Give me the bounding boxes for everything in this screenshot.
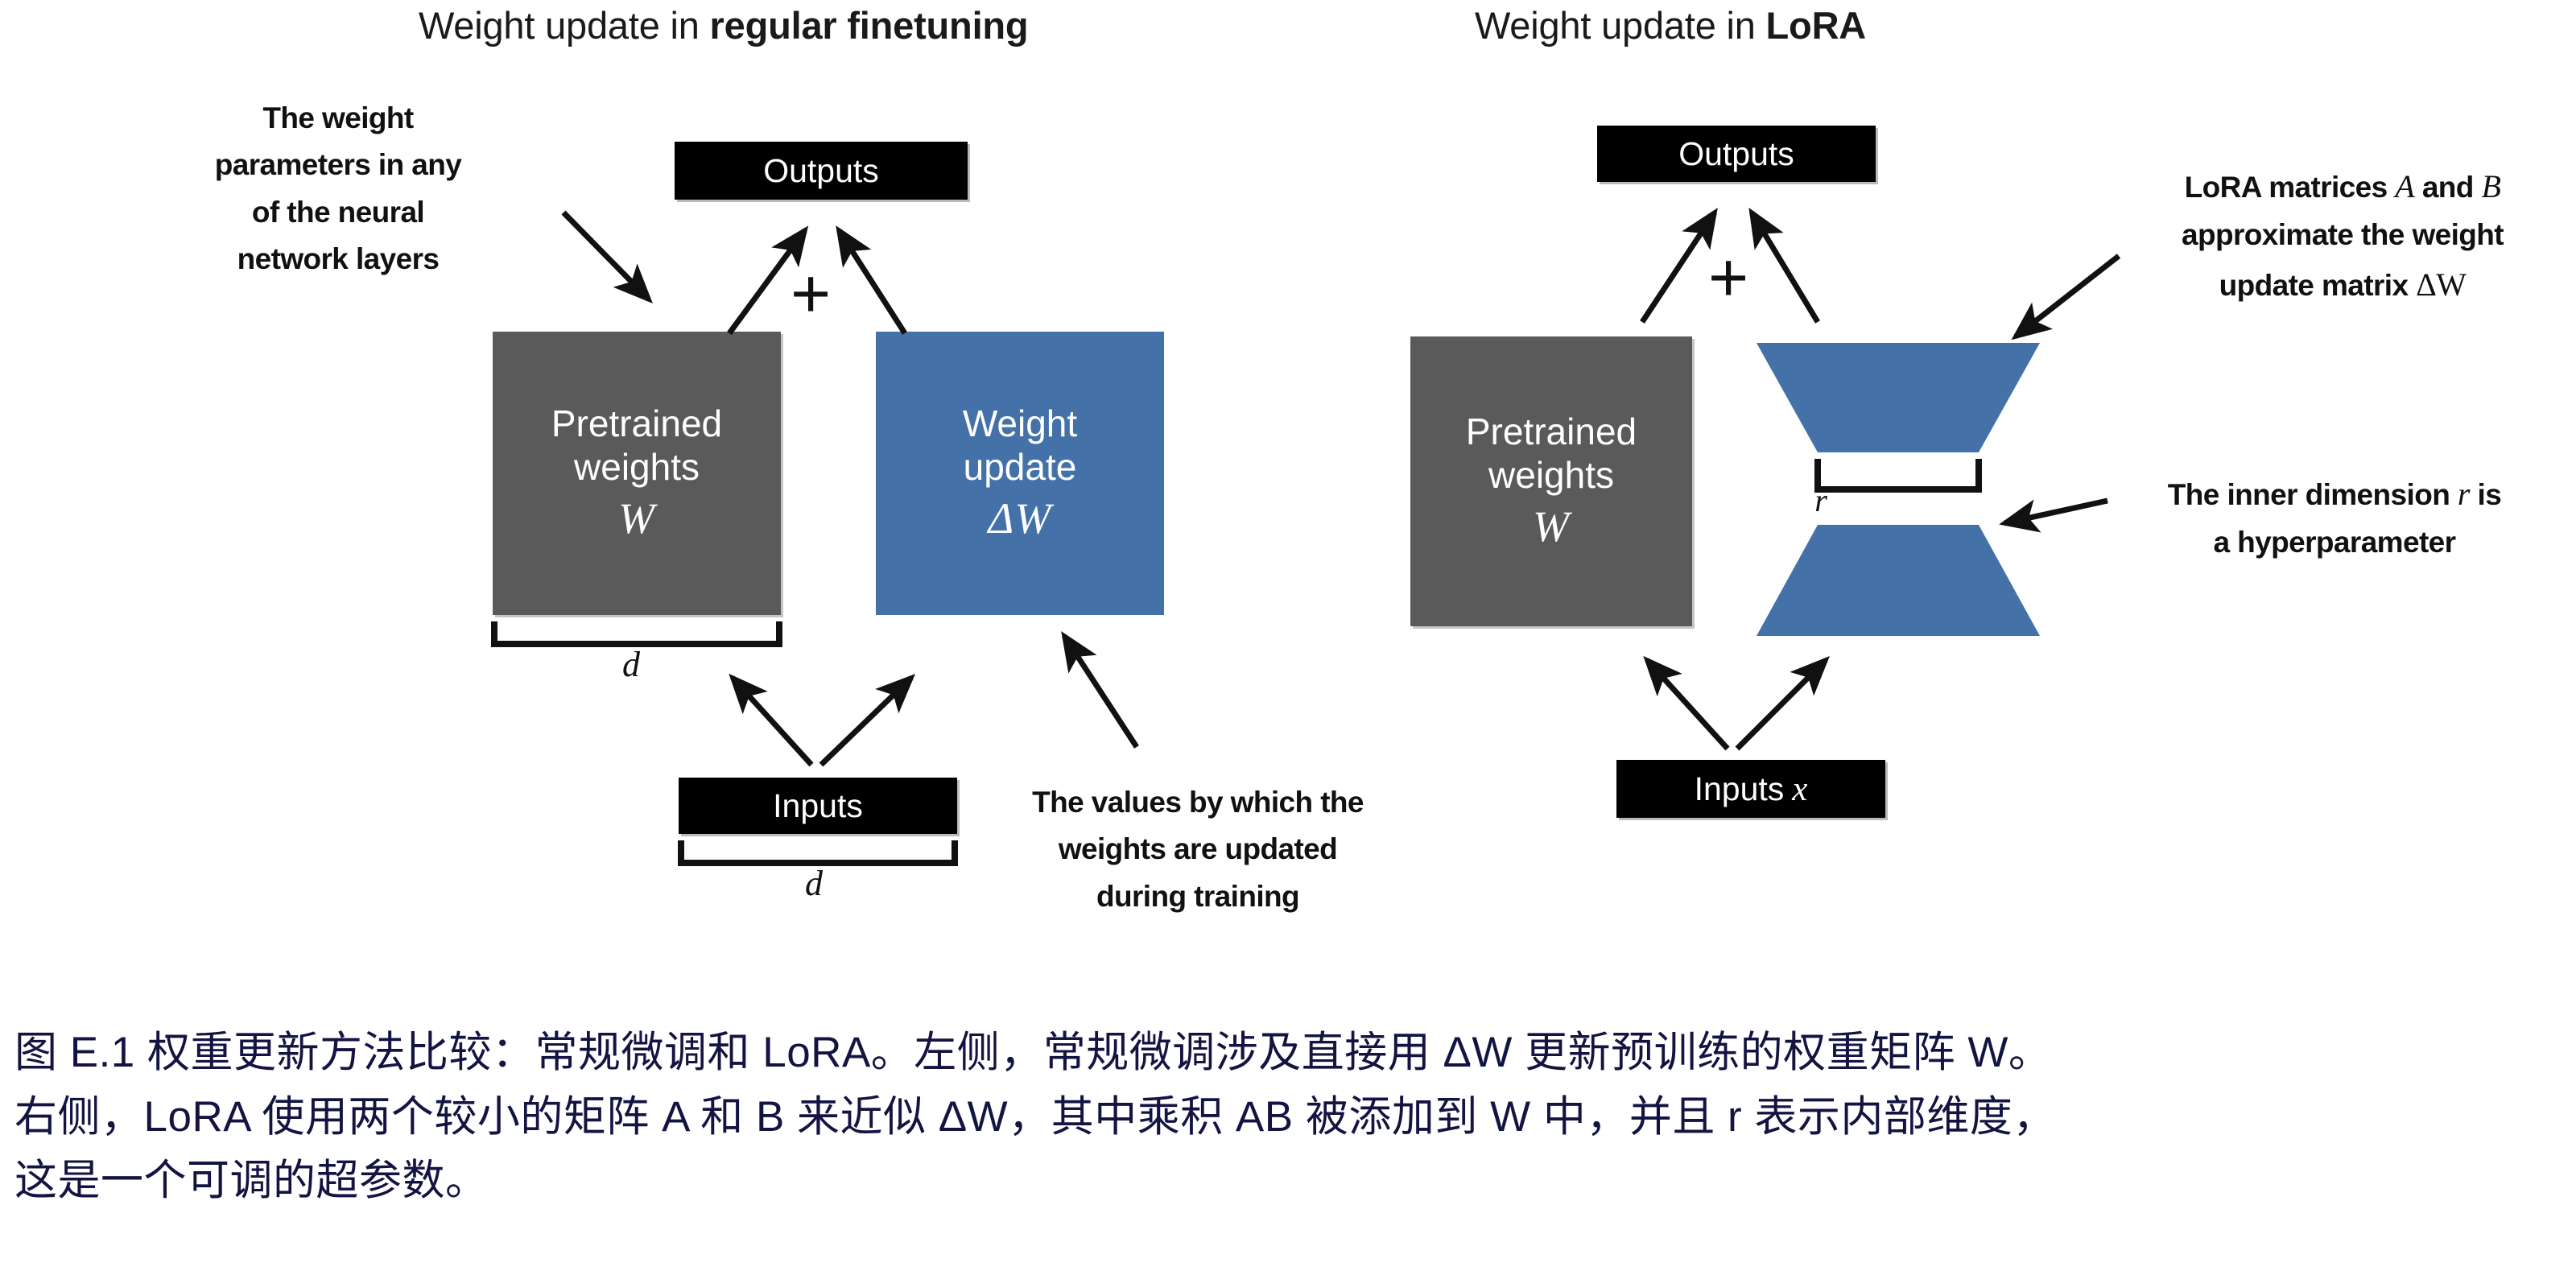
annotation-inner-dimension-line2: a hyperparameter xyxy=(2213,526,2457,559)
annotation-lora-matrices: LoRA matrices A and B approximate the we… xyxy=(2125,161,2560,310)
annotation-inner-dimension: The inner dimension r is a hyperparamete… xyxy=(2117,468,2552,567)
annot-rank-post: is xyxy=(2469,478,2502,511)
annotation-lora-matrices-line1: LoRA matrices A and B xyxy=(2125,161,2560,212)
annotation-values-updated-line2: weights are updated xyxy=(1058,832,1338,866)
left-pretrained-weights-box: Pretrained weights W xyxy=(493,332,781,615)
bracket-d-inputs-left xyxy=(678,840,958,866)
arrow-annotation-to-pretrained xyxy=(561,210,653,303)
left-panel-title: Weight update in regular finetuning xyxy=(419,3,1029,47)
left-pretrained-symbol: W xyxy=(618,494,655,543)
right-inputs-symbol: x xyxy=(1792,770,1808,808)
left-update-line1: Weight xyxy=(962,402,1078,445)
left-plus-sign: + xyxy=(791,255,832,332)
right-outputs-box: Outputs xyxy=(1597,126,1876,182)
arrow-values-annotation-to-update xyxy=(1061,631,1139,749)
annot-lora-mid: and xyxy=(2414,171,2482,204)
figure-caption-line2: 右侧，LoRA 使用两个较小的矩阵 A 和 B 来近似 ΔW，其中乘积 AB 被… xyxy=(14,1092,2056,1141)
annotation-weight-parameters-line4: network layers xyxy=(237,242,440,276)
figure-caption-line3: 这是一个可调的超参数。 xyxy=(14,1157,489,1204)
annot-update-sym: ΔW xyxy=(2416,266,2467,303)
arrow-inputs-to-update-left xyxy=(819,674,916,767)
annotation-values-updated-line1: The values by which the xyxy=(1032,786,1364,819)
left-dim-d-top: d xyxy=(622,645,640,684)
right-plus-sign: + xyxy=(1708,239,1749,316)
left-weight-update-box: Weight update ΔW xyxy=(876,332,1164,615)
annot-lora-a: A xyxy=(2395,168,2415,204)
annotation-inner-dimension-line1: The inner dimension r is xyxy=(2117,468,2552,519)
annotation-lora-matrices-line2: approximate the weight xyxy=(2181,218,2504,252)
arrow-lora-annotation-to-b xyxy=(2011,254,2121,340)
arrow-inputs-to-pretrained-left xyxy=(729,673,814,767)
arrow-update-to-outputs-left xyxy=(836,225,907,335)
right-pretrained-line1: Pretrained xyxy=(1465,411,1637,453)
annot-lora-pre: LoRA matrices xyxy=(2184,171,2396,204)
figure-caption: 图 E.1 权重更新方法比较：常规微调和 LoRA。左侧，常规微调涉及直接用 Δ… xyxy=(14,1021,2574,1213)
annot-rank-sym: r xyxy=(2457,476,2471,512)
arrow-b-to-outputs-right xyxy=(1748,208,1820,324)
arrow-pretrained-to-outputs-right xyxy=(1640,208,1718,324)
bracket-d-pretrained xyxy=(491,621,782,647)
annotation-weight-parameters-line1: The weight xyxy=(262,101,414,134)
left-outputs-label: Outputs xyxy=(763,151,879,189)
arrow-inputs-to-pretrained-right xyxy=(1643,655,1730,751)
left-pretrained-line1: Pretrained xyxy=(551,402,723,445)
left-inputs-box: Inputs xyxy=(679,778,957,834)
annotation-values-updated-line3: during training xyxy=(1096,879,1300,913)
figure-caption-line1: 图 E.1 权重更新方法比较：常规微调和 LoRA。左侧，常规微调涉及直接用 Δ… xyxy=(14,1029,2052,1076)
right-pretrained-line2: weights xyxy=(1488,453,1614,496)
matrix-a-label: A xyxy=(1806,556,1836,611)
right-panel-title: Weight update in LoRA xyxy=(1475,3,1866,47)
annotation-lora-matrices-line3: update matrix ΔW xyxy=(2125,259,2560,310)
left-update-symbol: ΔW xyxy=(988,494,1052,543)
annotation-weight-parameters: The weight parameters in any of the neur… xyxy=(129,95,547,283)
annotation-weight-parameters-line2: parameters in any xyxy=(214,148,462,182)
right-inputs-label: Inputs xyxy=(1694,770,1785,807)
left-inputs-label: Inputs xyxy=(773,786,863,824)
left-panel-title-bold: regular finetuning xyxy=(709,4,1029,47)
right-panel-title-bold: LoRA xyxy=(1765,4,1867,47)
left-dim-d-bottom: d xyxy=(805,864,823,903)
annot-update-pre: update matrix xyxy=(2219,268,2417,302)
left-outputs-box: Outputs xyxy=(675,142,968,200)
left-panel-title-prefix: Weight update in xyxy=(419,4,710,47)
right-outputs-label: Outputs xyxy=(1678,134,1794,172)
arrow-inputs-to-a-right xyxy=(1735,656,1830,751)
annotation-weight-parameters-line3: of the neural xyxy=(251,195,425,229)
right-pretrained-weights-box: Pretrained weights W xyxy=(1410,336,1692,626)
annotation-values-updated: The values by which the weights are upda… xyxy=(989,779,1407,920)
rank-label: r xyxy=(1814,482,1827,518)
annot-lora-b: B xyxy=(2481,168,2501,204)
matrix-b-label: B xyxy=(1806,361,1836,416)
arrow-rank-annotation-to-r xyxy=(1999,497,2108,533)
left-update-line2: update xyxy=(963,445,1077,488)
right-pretrained-symbol: W xyxy=(1533,502,1570,551)
annot-rank-pre: The inner dimension xyxy=(2167,478,2458,511)
right-panel-title-prefix: Weight update in xyxy=(1475,4,1766,47)
left-pretrained-line2: weights xyxy=(574,445,700,488)
